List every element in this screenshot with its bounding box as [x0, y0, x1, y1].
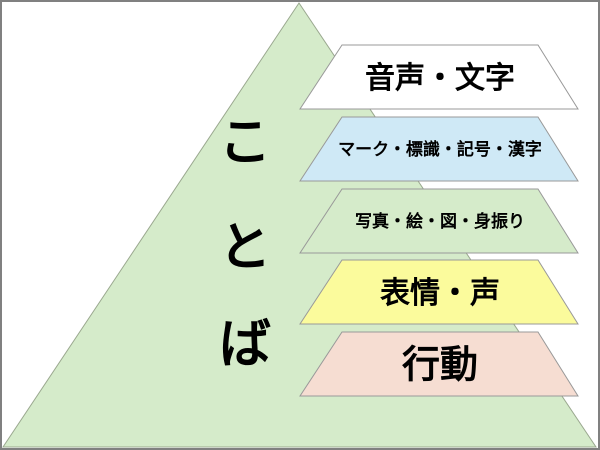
pyramid-layer [299, 116, 579, 182]
pyramid-layer-label: 写真・絵・図・身振り [355, 211, 525, 232]
pyramid-layer [299, 331, 579, 397]
pyramid-title: こ と ば [219, 113, 271, 375]
pyramid-layer [299, 44, 579, 110]
pyramid-layer [299, 259, 579, 325]
title-char: と [219, 218, 271, 278]
title-char: こ [219, 113, 271, 173]
pyramid-layer-label: 表情・声 [380, 276, 500, 311]
pyramid-layer [299, 188, 579, 254]
pyramid-layer-label: マーク・標識・記号・漢字 [338, 139, 542, 160]
title-char: ば [219, 315, 271, 375]
pyramid-layer-label: 行動 [402, 343, 478, 387]
pyramid-layer-label: 音声・文字 [365, 61, 515, 96]
